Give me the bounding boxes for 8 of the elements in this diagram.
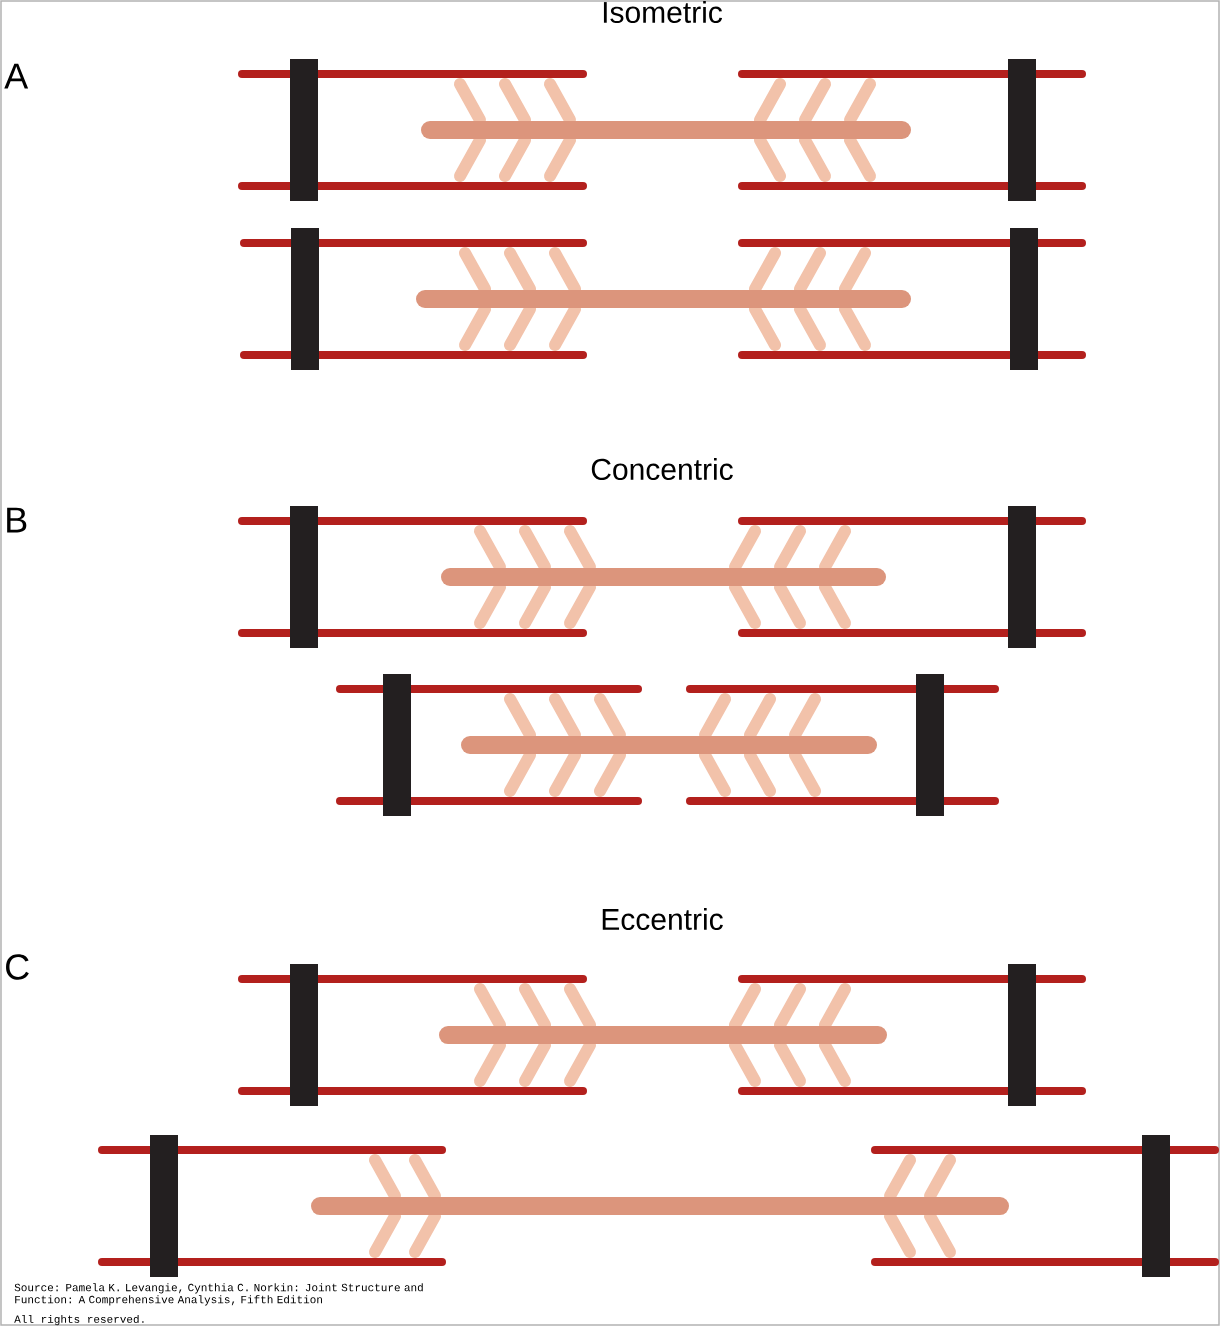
panel-letter: B xyxy=(7,507,27,533)
panel-title: Eccentric xyxy=(602,908,723,931)
panel-letter: C xyxy=(6,954,29,980)
copyright-note: All rights reserved. xyxy=(14,1314,144,1326)
panel-letter: A xyxy=(4,63,29,89)
panel-title: Isometric xyxy=(603,1,723,24)
source-note: Source: Pamela K. Levangie, Cynthia C. Norkin: Joint Structure and Function: A Comprehensive Analysis, Fifth Edition xyxy=(14,1283,423,1306)
panel-title: Concentric xyxy=(591,458,733,481)
